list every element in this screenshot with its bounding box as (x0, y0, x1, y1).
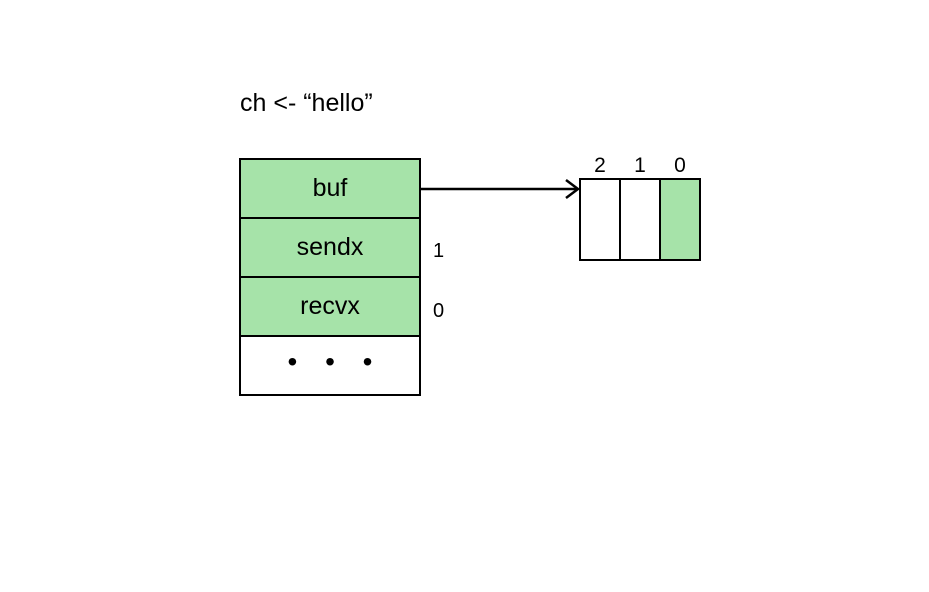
buffer-index-1: 1 (634, 154, 646, 177)
arrow-head (565, 179, 581, 199)
sendx-value: 1 (433, 240, 445, 262)
struct-field-recvx: recvx (239, 276, 421, 337)
recvx-value: 0 (433, 300, 445, 322)
code-statement: ch <- “hello” (240, 89, 373, 117)
buffer-index-0: 0 (674, 154, 686, 177)
buffer-slot-2 (579, 178, 621, 261)
channel-struct: buf sendx recvx • • • (239, 158, 421, 396)
ring-buffer (579, 178, 701, 261)
struct-field-sendx: sendx (239, 217, 421, 278)
struct-field-buf: buf (239, 158, 421, 219)
buffer-slot-1 (619, 178, 661, 261)
struct-field-ellipsis: • • • (239, 335, 421, 396)
buffer-index-2: 2 (594, 154, 606, 177)
buffer-slot-0 (659, 178, 701, 261)
